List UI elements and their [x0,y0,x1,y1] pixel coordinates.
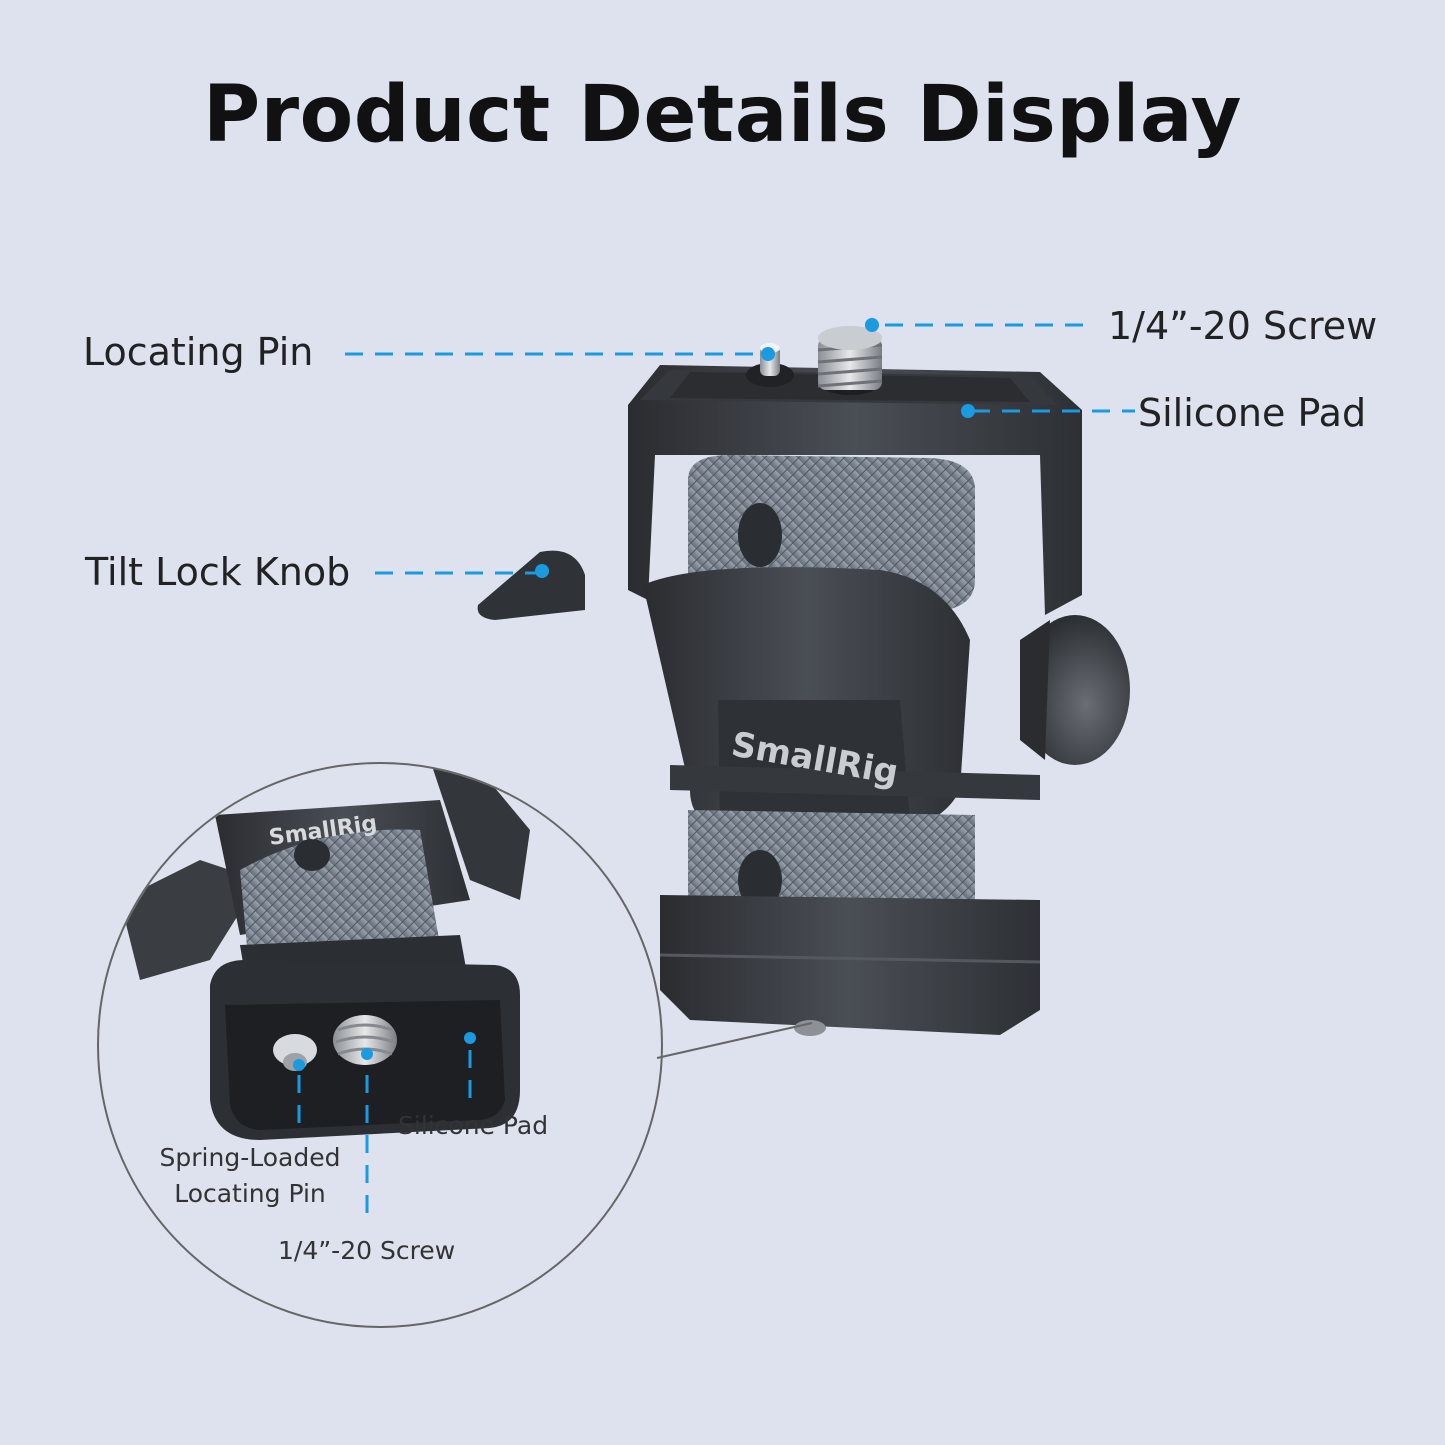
label-spring-loaded-locating-pin: Spring-Loaded Locating Pin [150,1140,350,1212]
zoom-inset: SmallRig [97,762,813,1328]
label-spring-loaded-line1: Spring-Loaded [159,1143,341,1172]
label-silicone-pad-bottom: Silicone Pad [398,1111,549,1140]
label-tilt-lock-knob: Tilt Lock Knob [85,550,351,594]
label-screw-bottom: 1/4”-20 Screw [278,1236,456,1265]
monitor-mount-body [477,326,1130,1036]
callout-leader-lines [297,323,1135,1225]
callout-dots [293,318,975,1071]
label-locating-pin: Locating Pin [83,330,314,374]
label-spring-loaded-line2: Locating Pin [174,1179,326,1208]
label-silicone-pad-top: Silicone Pad [1138,391,1367,435]
label-screw-top: 1/4”-20 Screw [1108,304,1378,348]
page-title: Product Details Display [203,70,1242,160]
